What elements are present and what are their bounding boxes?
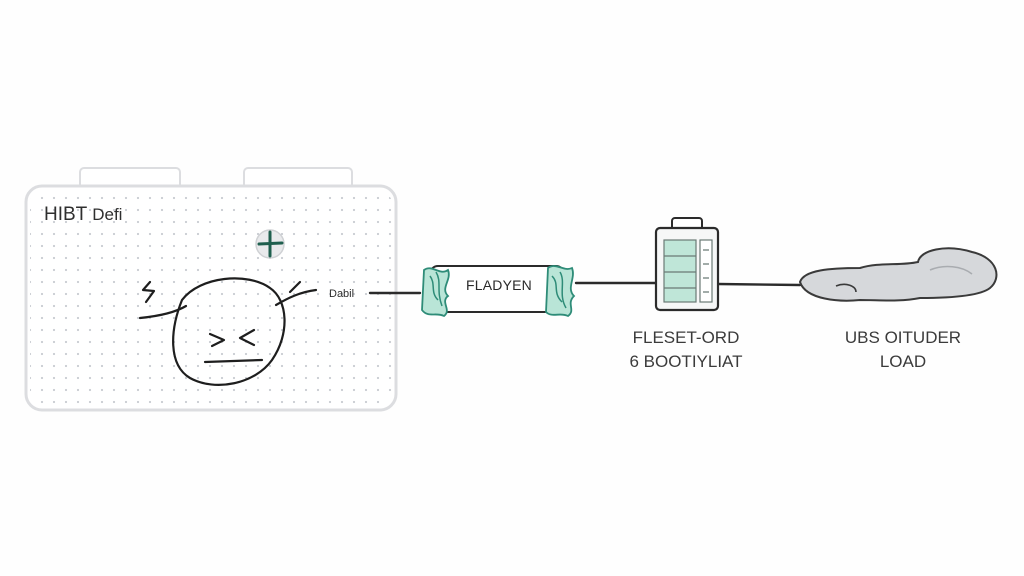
sketch-face — [138, 277, 318, 386]
circuit-wires — [368, 281, 802, 295]
battery-dot-grid — [30, 190, 392, 406]
load-caption-line2: LOAD — [879, 352, 927, 371]
battery-block — [24, 167, 398, 412]
meter-caption-line1: FLESET-ORD — [632, 328, 740, 347]
filter-component — [421, 265, 576, 318]
filter-label: FLADYEN — [466, 277, 532, 293]
meter-component — [654, 217, 720, 312]
wire-meter-load — [716, 282, 802, 287]
load-component — [798, 247, 998, 302]
plus-symbol — [255, 229, 285, 259]
battery-title: HIBT Defi — [44, 204, 122, 226]
battery-port-label: Dabil — [329, 288, 355, 300]
battery-title-sub: Defi — [92, 205, 123, 224]
battery-title-main: HIBT — [44, 204, 87, 225]
load-caption: UBS OITUDER LOAD — [838, 326, 968, 374]
meter-caption: FLESET-ORD 6 BOOTIYLIAT — [626, 326, 746, 374]
meter-caption-line2: 6 BOOTIYLIAT — [629, 352, 743, 371]
load-caption-line1: UBS OITUDER — [844, 328, 962, 347]
